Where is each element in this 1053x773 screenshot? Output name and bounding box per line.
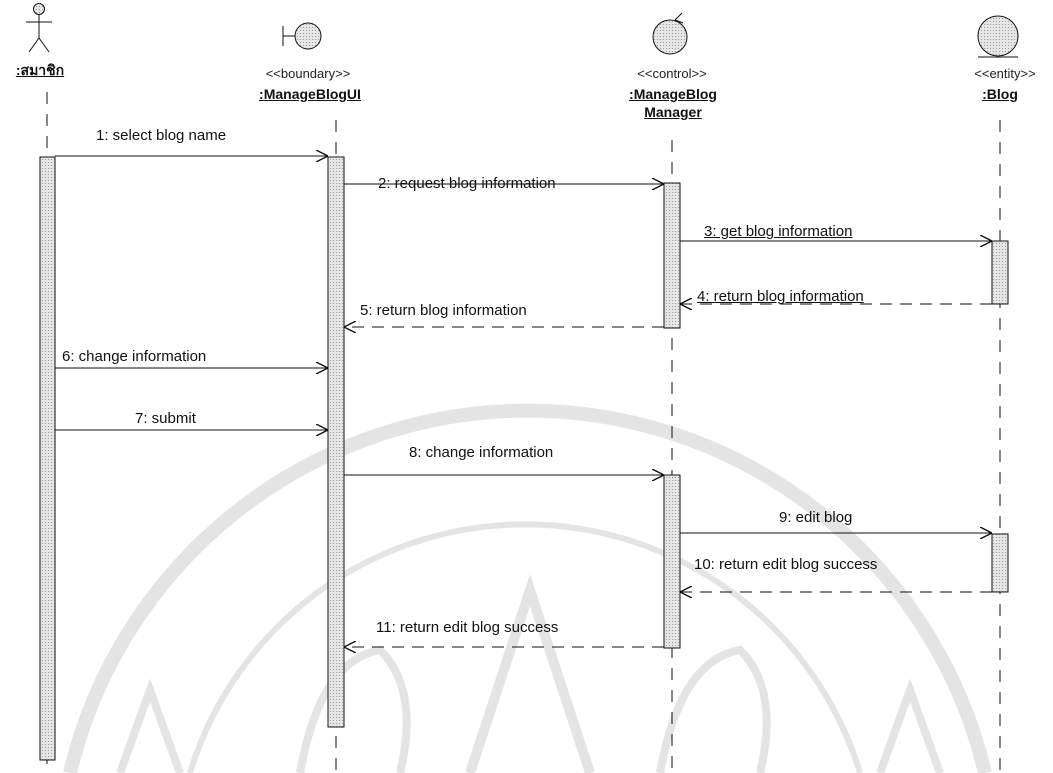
boundary-name: :ManageBlogUI [259, 86, 361, 102]
lifelines [46, 92, 1001, 773]
control-name-line1: :ManageBlog [629, 86, 717, 102]
entity-activation-2 [991, 533, 1009, 593]
entity-stereotype: <<entity>> [974, 66, 1036, 81]
control-icon [652, 12, 688, 55]
actor-name: :สมาชิก [15, 62, 65, 78]
boundary-activation [327, 156, 345, 728]
msg-10-label: 10: return edit blog success [694, 556, 878, 573]
control-name-line2: Manager [644, 104, 702, 120]
actor-icon [26, 3, 52, 53]
actor-activation [39, 156, 56, 761]
entity-activation-1 [991, 240, 1009, 305]
control-activation-2 [663, 474, 681, 649]
msg-9-label: 9: edit blog [779, 509, 853, 526]
entity-icon [977, 15, 1019, 58]
control-stereotype: <<control>> [637, 66, 707, 81]
watermark-emblem [63, 403, 992, 773]
msg-8-label: 8: change information [409, 444, 554, 461]
msg-5-label: 5: return blog information [360, 302, 527, 319]
msg-7-label: 7: submit [135, 410, 196, 427]
entity-name: :Blog [982, 86, 1018, 102]
boundary-icon [282, 22, 322, 50]
msg-6-label: 6: change information [62, 348, 207, 365]
msg-4-label: 4: return blog information [697, 288, 864, 305]
msg-3-label: 3: get blog information [704, 223, 853, 240]
boundary-stereotype: <<boundary>> [265, 66, 351, 81]
msg-2-label: 2: request blog information [378, 175, 556, 192]
control-activation-1 [663, 182, 681, 329]
message-arrows [55, 156, 992, 647]
msg-1-label: 1: select blog name [96, 127, 227, 144]
msg-11-label: 11: return edit blog success [376, 619, 559, 636]
activation-bars [39, 156, 1009, 761]
